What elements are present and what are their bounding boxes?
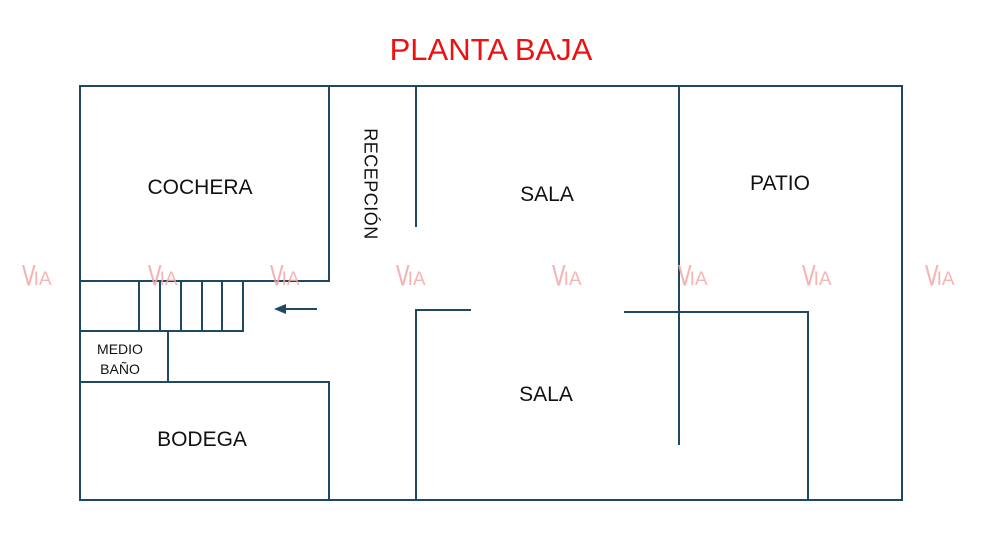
watermark-logo: \/IA <box>22 260 52 291</box>
room-label-patio: PATIO <box>750 172 810 195</box>
room-label-sala-top: SALA <box>520 183 574 206</box>
plan-title: PLANTA BAJA <box>389 32 593 67</box>
stair-arrow-head <box>274 304 286 314</box>
room-label-sala-bottom: SALA <box>519 383 573 406</box>
room-label-recepcion: RECEPCIÓN <box>360 128 381 240</box>
room-label-medio-bano: MEDIO BAÑO <box>82 339 158 379</box>
watermark-logo: \/IA <box>678 260 708 291</box>
outer-wall <box>79 85 903 501</box>
watermark-logo: \/IA <box>802 260 832 291</box>
watermark-logo: \/IA <box>396 260 426 291</box>
medio-bano-line1: MEDIO <box>97 341 143 357</box>
room-label-cochera: COCHERA <box>147 176 253 199</box>
watermark-logo: \/IA <box>552 260 582 291</box>
watermark-logo: \/IA <box>925 260 955 291</box>
watermark-logo: \/IA <box>270 260 300 291</box>
watermark-logo: \/IA <box>148 260 178 291</box>
medio-bano-line2: BAÑO <box>100 361 140 377</box>
room-label-bodega: BODEGA <box>157 428 247 451</box>
